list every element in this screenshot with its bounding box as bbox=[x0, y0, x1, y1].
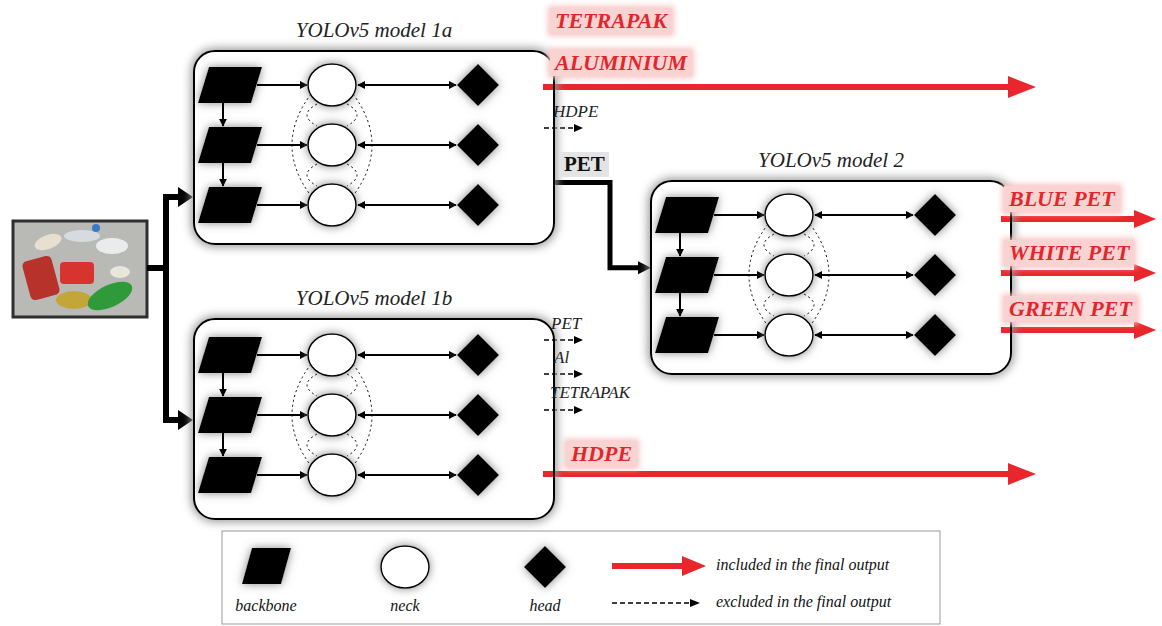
illustration-part bbox=[1008, 76, 1036, 98]
input-photo bbox=[13, 221, 147, 317]
model-title: YOLOv5 model 2 bbox=[652, 148, 1010, 173]
model-title: YOLOv5 model 1b bbox=[195, 286, 553, 311]
illustration-part bbox=[92, 224, 100, 232]
included-arrows bbox=[543, 76, 1156, 485]
illustration-part bbox=[1001, 216, 1138, 222]
illustration-part bbox=[612, 563, 684, 569]
excluded-class-label: HDPE bbox=[553, 102, 598, 122]
legend-text: excluded in the final output bbox=[716, 592, 891, 611]
edge-label: PET bbox=[560, 152, 609, 177]
illustration-part bbox=[84, 276, 137, 316]
flow-connector bbox=[555, 183, 638, 268]
network-figure bbox=[198, 64, 499, 226]
illustration-part bbox=[574, 370, 583, 378]
illustration-part bbox=[242, 548, 291, 584]
legend-text: backbone bbox=[235, 596, 296, 615]
model-box: YOLOv5 model 2 bbox=[650, 180, 1012, 375]
illustration-part bbox=[56, 291, 92, 309]
illustration-part bbox=[1134, 321, 1156, 339]
illustration-part bbox=[574, 336, 583, 344]
illustration-part bbox=[574, 124, 583, 132]
illustration-part bbox=[612, 602, 690, 604]
legend-text: neck bbox=[390, 596, 419, 615]
illustration-part bbox=[1001, 270, 1138, 276]
illustration-part bbox=[178, 187, 193, 207]
illustration-part bbox=[381, 546, 429, 588]
excluded-class-label: TETRAPAK bbox=[550, 383, 630, 403]
illustration-part bbox=[178, 410, 193, 430]
illustration-part bbox=[32, 231, 63, 254]
legend-text: head bbox=[529, 596, 560, 615]
included-class-label: ALUMINIUM bbox=[550, 50, 692, 76]
illustration-part bbox=[60, 262, 94, 284]
included-class-label: BLUE PET bbox=[1004, 186, 1120, 212]
included-class-label: TETRAPAK bbox=[550, 8, 672, 34]
illustration-part bbox=[96, 238, 128, 254]
illustration-part bbox=[1134, 264, 1156, 282]
network-figure bbox=[198, 334, 499, 496]
illustration-part bbox=[163, 194, 169, 423]
included-class-label: WHITE PET bbox=[1004, 240, 1134, 266]
illustration-part bbox=[524, 546, 566, 588]
illustration-part bbox=[544, 373, 574, 375]
included-class-label: GREEN PET bbox=[1004, 296, 1137, 322]
illustration-part bbox=[64, 230, 100, 242]
illustration-part bbox=[21, 255, 60, 301]
model-box: YOLOv5 model 1b bbox=[193, 318, 555, 520]
illustration-part bbox=[543, 471, 1012, 477]
illustration-part bbox=[110, 266, 130, 278]
included-class-label: HDPE bbox=[566, 441, 637, 467]
illustration-part bbox=[543, 84, 1012, 90]
input-branch bbox=[147, 187, 193, 430]
excluded-class-label: PET bbox=[551, 314, 581, 334]
illustration-part bbox=[690, 599, 700, 607]
illustration-part bbox=[166, 417, 180, 423]
illustration-part bbox=[1134, 210, 1156, 228]
illustration-part bbox=[13, 221, 147, 317]
illustration-part bbox=[1001, 327, 1138, 333]
illustration-part bbox=[682, 556, 706, 576]
excluded-class-label: Al bbox=[554, 348, 569, 368]
model-box: YOLOv5 model 1a bbox=[193, 50, 555, 245]
illustration-part bbox=[574, 406, 583, 414]
illustration-part bbox=[544, 339, 574, 341]
illustration-part bbox=[1008, 463, 1036, 485]
illustration-part bbox=[544, 409, 574, 411]
illustration-part bbox=[544, 127, 574, 129]
legend-text: included in the final output bbox=[716, 555, 889, 574]
network-figure bbox=[655, 194, 956, 356]
model-title: YOLOv5 model 1a bbox=[195, 18, 553, 43]
illustration-part bbox=[166, 194, 180, 200]
illustration-part bbox=[222, 531, 940, 624]
legend-frame bbox=[222, 531, 940, 624]
